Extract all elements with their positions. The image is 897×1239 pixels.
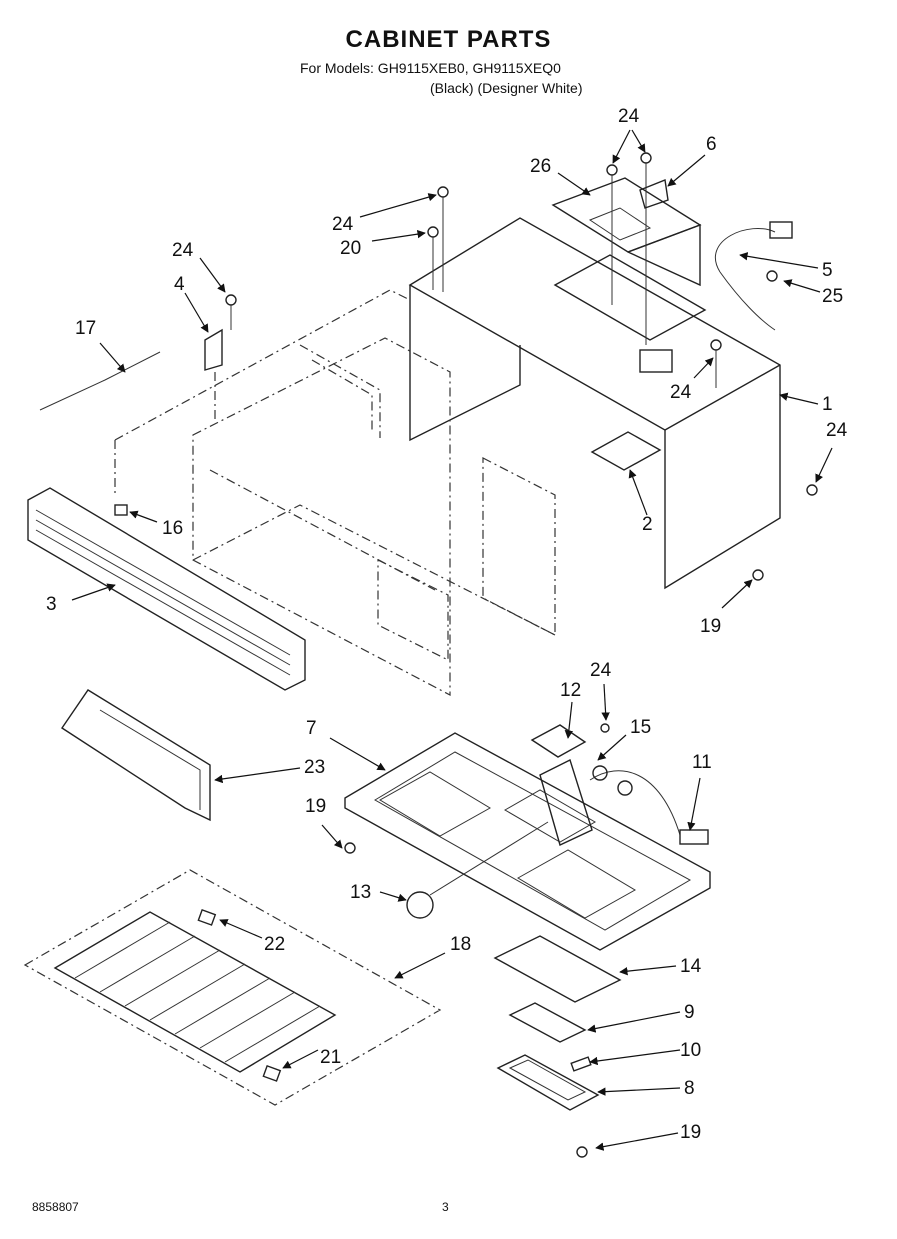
callout-13: 13 — [350, 882, 371, 903]
callout-18: 18 — [450, 934, 471, 955]
callout-17: 17 — [75, 318, 96, 339]
callout-21: 21 — [320, 1047, 341, 1068]
wire-harness-part — [39, 351, 709, 845]
vent-grille-part — [61, 689, 211, 822]
page-number: 3 — [442, 1200, 449, 1214]
oven-rack-part — [23, 869, 442, 1106]
model-variants: (Black) (Designer White) — [430, 80, 583, 96]
callout-25: 25 — [822, 286, 843, 307]
grease-filter-part — [493, 935, 622, 1003]
callout-9: 9 — [684, 1002, 695, 1023]
top-cover-part — [551, 177, 702, 287]
bracket-part — [204, 179, 669, 846]
screw-icon — [225, 152, 818, 1158]
callout-labels: 1 2 3 4 5 6 7 8 9 10 11 12 13 14 15 16 1… — [46, 106, 848, 1143]
callout-24-top-left: 24 — [332, 214, 354, 235]
callout-23: 23 — [304, 757, 325, 778]
document-number: 8858807 — [32, 1200, 79, 1214]
callout-24-bracket: 24 — [172, 240, 194, 261]
power-cord-part — [714, 221, 793, 331]
bottom-plate-part — [344, 732, 711, 951]
light-socket-part — [570, 1056, 592, 1072]
callout-20: 20 — [340, 238, 361, 259]
callout-24-cabinet-side: 24 — [826, 420, 848, 441]
callout-leaders — [71, 129, 833, 1151]
callout-5: 5 — [822, 260, 833, 281]
callout-16: 16 — [162, 518, 183, 539]
callout-19-bottom-plate: 19 — [305, 796, 326, 817]
callout-24-bottom-plate: 24 — [590, 660, 612, 681]
callout-24-top-cover: 24 — [618, 106, 640, 127]
callout-26: 26 — [530, 156, 551, 177]
callout-10: 10 — [680, 1040, 701, 1061]
callout-1: 1 — [822, 394, 833, 415]
model-list: For Models: GH9115XEB0, GH9115XEQ0 — [300, 60, 561, 76]
callout-24-cabinet-top: 24 — [670, 382, 692, 403]
callout-22: 22 — [264, 934, 285, 955]
callout-14: 14 — [680, 956, 702, 977]
callout-2: 2 — [642, 514, 653, 535]
light-cover-part — [496, 1054, 600, 1111]
callout-6: 6 — [706, 134, 717, 155]
callout-11: 11 — [692, 752, 712, 773]
page-title: CABINET PARTS — [345, 26, 552, 53]
light-lens-part — [508, 1002, 587, 1043]
callout-19-cabinet: 19 — [700, 616, 721, 637]
light-bulb-part — [406, 821, 549, 919]
callout-4: 4 — [174, 274, 185, 295]
outer-wrapper-part — [408, 217, 781, 590]
rack-support-part — [197, 909, 282, 1082]
oven-cavity-part — [114, 289, 556, 696]
callout-12: 12 — [560, 680, 581, 701]
callout-19-light-cover: 19 — [680, 1122, 701, 1143]
callout-8: 8 — [684, 1078, 695, 1099]
callout-3: 3 — [46, 594, 57, 615]
callout-15: 15 — [630, 717, 651, 738]
callout-7: 7 — [306, 718, 317, 739]
front-grille-part — [27, 487, 306, 691]
